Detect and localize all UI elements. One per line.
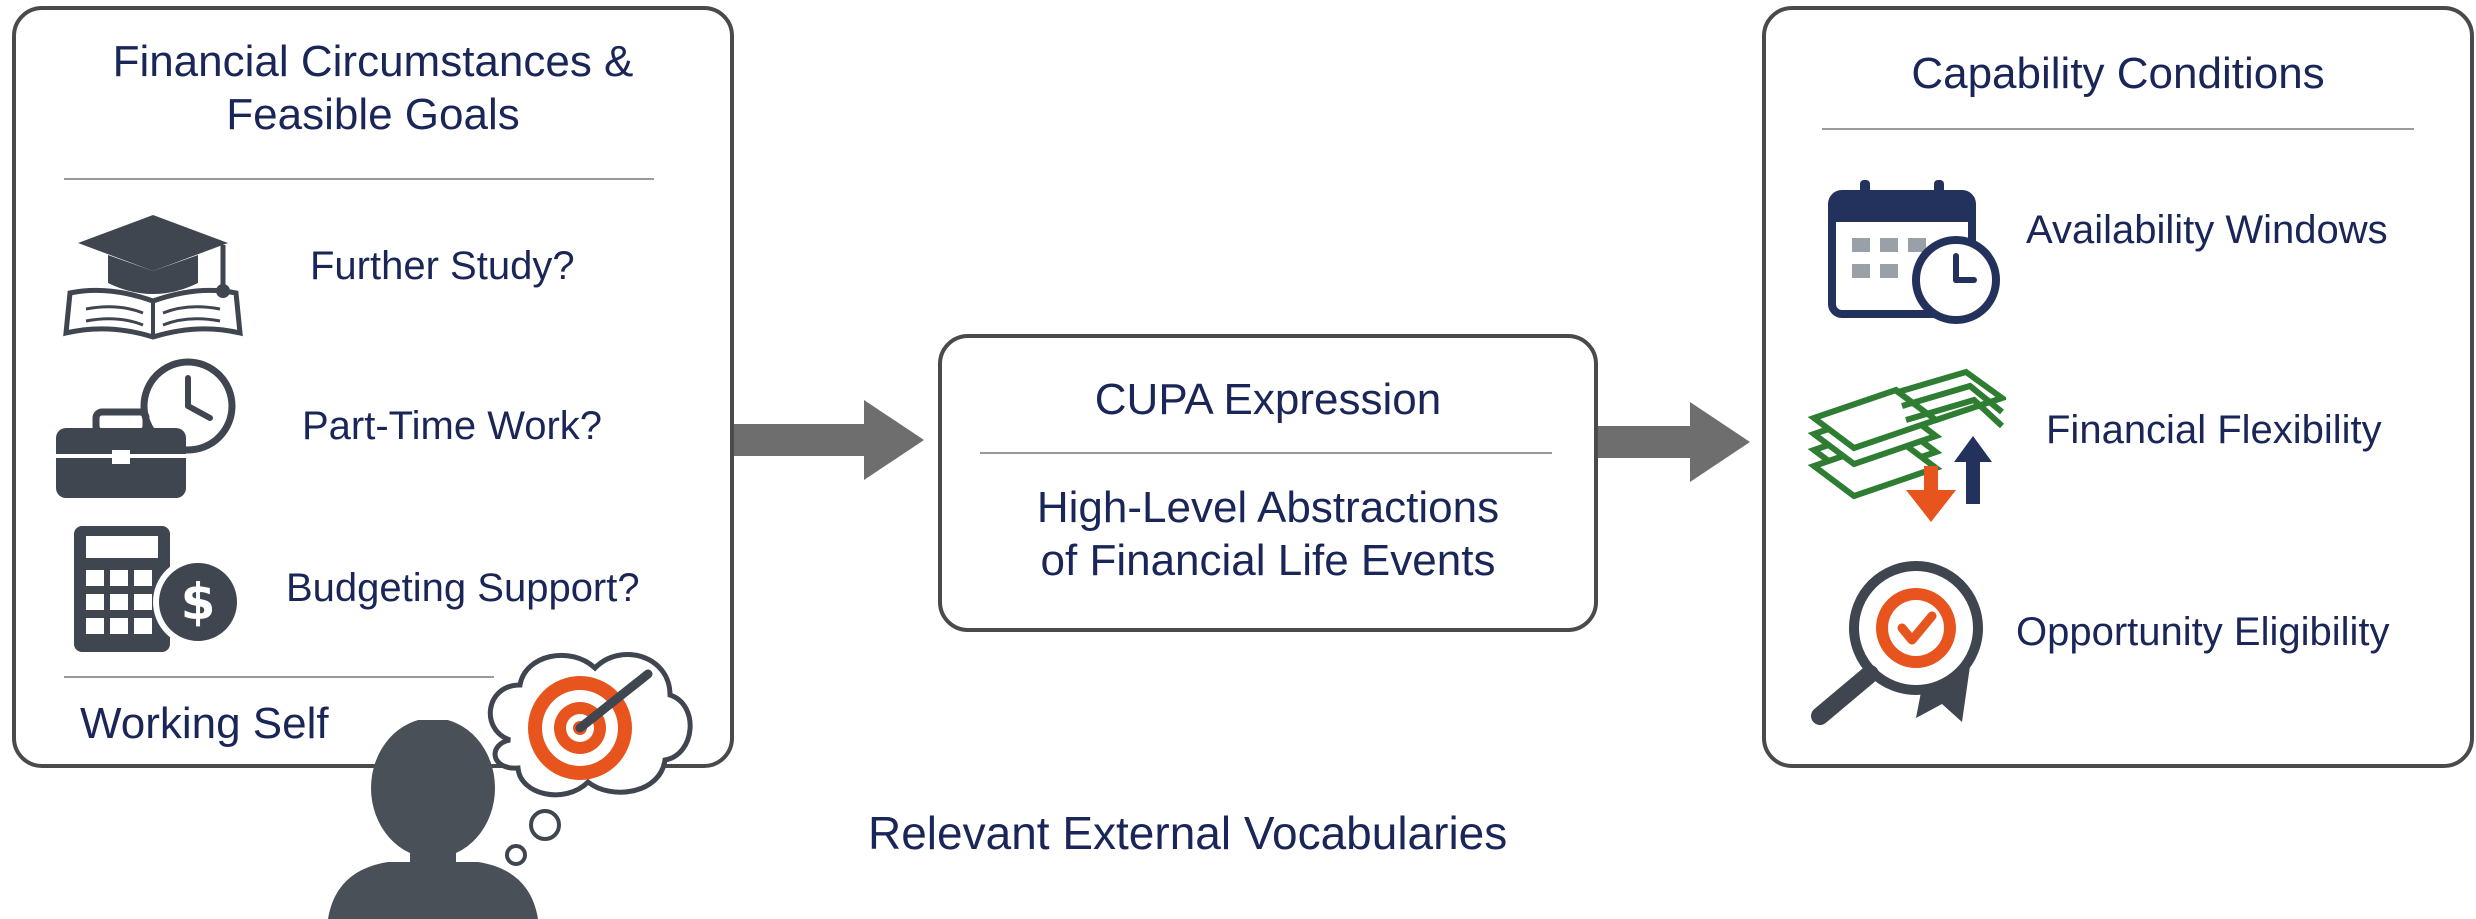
arrow-down-orange: [1906, 466, 1956, 522]
item-availability-windows: Availability Windows: [2026, 208, 2388, 252]
item-financial-flexibility: Financial Flexibility: [2046, 408, 2382, 452]
cupa-divider: [980, 452, 1552, 454]
arrow-to-capability: [1598, 402, 1750, 482]
graduation-book-icon: [63, 215, 243, 340]
working-self-label: Working Self: [80, 699, 329, 748]
money-stack-arrows-icon: [1807, 368, 2006, 522]
calculator-dollar-icon: $: [74, 526, 243, 652]
person-silhouette-icon: [328, 720, 538, 919]
svg-text:$: $: [181, 573, 216, 631]
cupa-title: CUPA Expression: [1094, 375, 1442, 424]
left-panel-title-line2: Feasible Goals: [226, 89, 520, 139]
working-self-divider: [64, 676, 494, 678]
item-budgeting-support: Budgeting Support?: [286, 566, 640, 610]
right-panel-title: Capability Conditions: [1911, 49, 2325, 98]
thought-bubble-icon: [487, 652, 693, 866]
cupa-body-line2: of Financial Life Events: [1040, 535, 1496, 585]
cupa-expression-panel: [938, 334, 1598, 632]
item-further-study: Further Study?: [310, 244, 575, 288]
calendar-clock-icon: [1828, 180, 2000, 324]
badge-magnifier-icon: [1811, 561, 1983, 725]
arrow-up-dark: [1954, 436, 1992, 504]
external-vocabularies-heading: Relevant External Vocabularies: [868, 807, 1508, 859]
cupa-body-line1: High-Level Abstractions: [1036, 483, 1500, 532]
item-part-time-work: Part-Time Work?: [302, 404, 603, 448]
cupa-body: High-Level Abstractions of Financial Lif…: [938, 482, 1598, 588]
arrow-to-cupa: [734, 400, 924, 480]
left-panel-title: Financial Circumstances & Feasible Goals: [12, 36, 734, 142]
briefcase-clock-icon: [56, 358, 236, 498]
item-opportunity-eligibility: Opportunity Eligibility: [2016, 610, 2390, 654]
left-panel-divider: [64, 178, 654, 180]
left-panel-title-line1: Financial Circumstances &: [112, 37, 634, 86]
right-panel-divider: [1822, 128, 2414, 130]
target-icon: [528, 669, 653, 780]
